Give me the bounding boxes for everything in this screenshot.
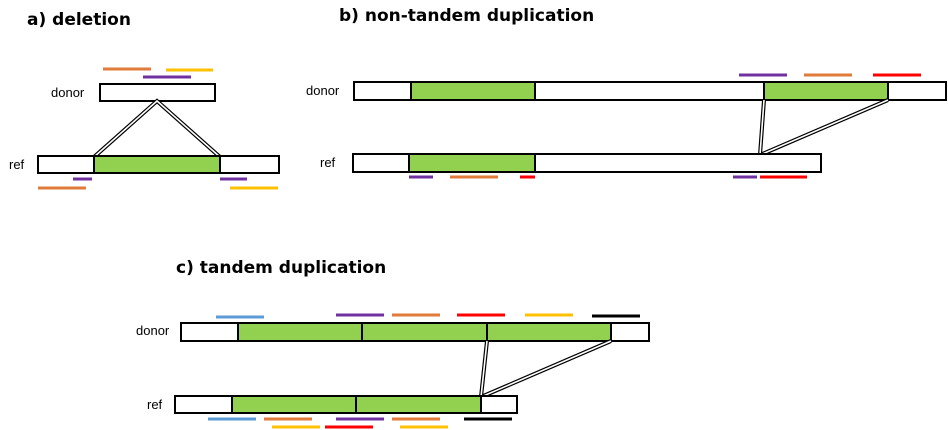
panel-a-deletion	[37, 67, 280, 190]
insertion-connector	[478, 339, 612, 401]
breakpoint-connector	[92, 98, 222, 159]
insertion-connector	[757, 98, 889, 159]
panel-b-donor-label: donor	[306, 83, 340, 98]
tandem-copy-1	[237, 322, 363, 342]
panel-a-title: a) deletion	[27, 10, 131, 30]
panel-c-ref-label: ref	[147, 397, 163, 412]
tandem-copy-1	[231, 395, 357, 414]
donor-bar	[99, 83, 216, 102]
panel-b-ref-label: ref	[320, 155, 336, 170]
tandem-copy-3	[486, 322, 612, 342]
panel-a-ref-label: ref	[9, 157, 25, 172]
panel-a-donor-label: donor	[51, 85, 85, 100]
panel-c-title: c) tandem duplication	[176, 258, 387, 278]
duplicated-segment	[763, 81, 889, 101]
tandem-copy-2	[355, 395, 482, 414]
original-segment	[408, 153, 536, 173]
panel-b-non-tandem	[352, 73, 947, 179]
deleted-segment	[93, 155, 221, 174]
tandem-copy-2	[361, 322, 488, 342]
original-segment	[410, 81, 536, 101]
panel-b-title: b) non-tandem duplication	[339, 6, 595, 26]
panel-c-donor-label: donor	[136, 323, 170, 338]
panel-c-tandem	[174, 313, 650, 429]
